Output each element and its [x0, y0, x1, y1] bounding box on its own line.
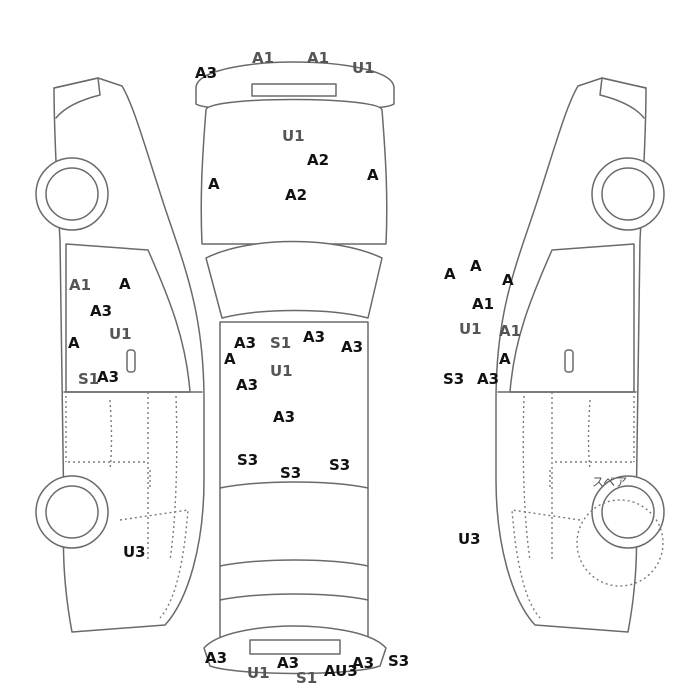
damage-mark: S1	[270, 334, 291, 352]
damage-mark: A3	[195, 64, 217, 82]
damage-mark: A3	[236, 376, 258, 394]
right-rear-door-dotted	[587, 396, 635, 471]
damage-mark: U1	[459, 320, 482, 338]
spare-tire-outline	[576, 499, 664, 587]
damage-marks: A3 A1 A1 U1 U1 A2 A A A2 A1 A A3 U1 A S1…	[68, 49, 521, 687]
rear-bumper-inner	[249, 639, 341, 655]
left-door-handle	[126, 349, 136, 373]
damage-mark: S3	[388, 652, 409, 670]
damage-mark: A2	[285, 186, 307, 204]
rear-window	[219, 593, 369, 601]
spare-label: スペア	[592, 475, 627, 489]
damage-mark: A	[119, 275, 131, 293]
damage-mark: S3	[237, 451, 258, 469]
damage-mark: U3	[123, 543, 146, 561]
damage-mark: U1	[109, 325, 132, 343]
damage-mark: A	[68, 334, 80, 352]
damage-mark: A3	[205, 649, 227, 667]
damage-mark: A	[499, 350, 511, 368]
right-front-cap	[599, 77, 647, 119]
damage-mark: A	[224, 350, 236, 368]
damage-mark: S3	[280, 464, 301, 482]
left-rear-wheel-inner	[45, 485, 99, 539]
damage-mark: U1	[282, 127, 305, 145]
damage-mark: A	[470, 257, 482, 275]
roof-rear-line-1	[219, 481, 369, 489]
damage-mark: A3	[352, 654, 374, 672]
damage-mark: A3	[277, 654, 299, 672]
left-front-cap	[53, 77, 101, 119]
damage-mark: A3	[303, 328, 325, 346]
damage-mark: S1	[78, 370, 99, 388]
damage-mark: S1	[296, 669, 317, 687]
right-rear-wheel-inner	[601, 485, 655, 539]
damage-mark: A1	[499, 322, 521, 340]
damage-mark: A3	[90, 302, 112, 320]
hood	[200, 98, 388, 245]
damage-mark: A3	[477, 370, 499, 388]
damage-mark: S3	[329, 456, 350, 474]
damage-mark: A3	[341, 338, 363, 356]
windshield	[205, 240, 383, 319]
damage-mark: A1	[69, 276, 91, 294]
damage-mark: A3	[234, 334, 256, 352]
left-door-dotted	[68, 392, 189, 619]
top-view	[195, 61, 395, 675]
spare-tire: スペア	[576, 475, 664, 587]
damage-mark: S3	[443, 370, 464, 388]
damage-mark: AU3	[324, 662, 358, 680]
right-front-wheel-inner	[601, 167, 655, 221]
damage-mark: A	[367, 166, 379, 184]
right-side-view	[495, 77, 665, 633]
front-bumper-inner	[251, 83, 337, 97]
left-front-wheel-inner	[45, 167, 99, 221]
damage-mark: A	[444, 265, 456, 283]
damage-mark: A	[208, 175, 220, 193]
right-door-dotted	[511, 392, 632, 619]
left-side-view	[35, 77, 205, 633]
roof-rear-line-2	[219, 559, 369, 567]
damage-mark: A3	[273, 408, 295, 426]
damage-mark: A3	[97, 368, 119, 386]
damage-mark: A1	[307, 49, 329, 67]
damage-mark: A2	[307, 151, 329, 169]
damage-mark: U1	[270, 362, 293, 380]
damage-mark: U3	[458, 530, 481, 548]
right-door-handle	[564, 349, 574, 373]
left-rear-door-dotted	[65, 396, 113, 471]
rear-bumper	[203, 625, 387, 675]
damage-mark: A1	[472, 295, 494, 313]
damage-mark: A	[502, 271, 514, 289]
damage-mark: A1	[252, 49, 274, 67]
damage-mark: U1	[352, 59, 375, 77]
damage-mark: U1	[247, 664, 270, 682]
